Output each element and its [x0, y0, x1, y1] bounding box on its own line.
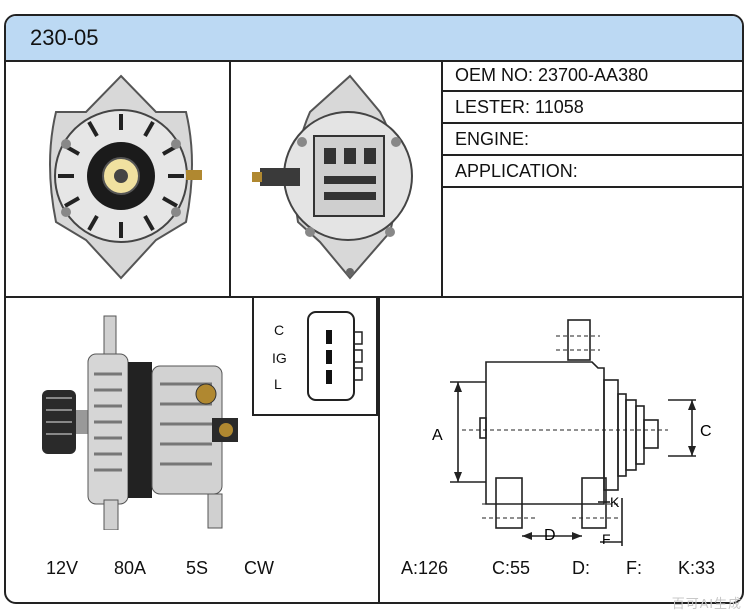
spec-oem: OEM NO: 23700-AA380 [443, 60, 742, 92]
rotation-value: CW [244, 558, 274, 578]
dimension-f-value: F: [626, 558, 642, 578]
title-bar: 230-05 [6, 16, 742, 62]
pulley-value: 5S [186, 558, 209, 578]
dimension-label-k: K [610, 494, 620, 510]
dimension-label-a: A [432, 427, 443, 444]
spec-lester-label: LESTER: 11058 [455, 97, 584, 117]
part-number: 230-05 [30, 25, 99, 50]
amperage-value: 80A [114, 558, 147, 578]
divider [6, 296, 742, 298]
dimension-d-value: D: [572, 558, 590, 578]
dimension-a-value: A:126 [401, 558, 449, 578]
watermark: 百可AI生成 [671, 596, 742, 611]
alternator-side-view-icon [42, 315, 238, 530]
dimension-drawing-icon: A C D F K [432, 319, 712, 547]
pin-label-c: C [274, 322, 285, 338]
divider [378, 298, 380, 602]
product-sheet: 230-05 OEM NO: 23700-AA380 LESTER: 11058… [4, 14, 744, 604]
connector-diagram: C IG L [252, 298, 378, 416]
divider [441, 60, 443, 298]
spec-oem-label: OEM NO: 23700-AA380 [455, 65, 649, 85]
dimension-label-d: D [544, 527, 556, 544]
alternator-front-view-icon [49, 74, 202, 280]
dimension-c-value: C:55 [492, 558, 531, 578]
pin-label-ig: IG [272, 350, 287, 366]
pin-label-l: L [274, 376, 282, 392]
spec-application: APPLICATION: [443, 156, 742, 188]
dimension-k-value: K:33 [678, 558, 716, 578]
dimension-label-f: F [602, 531, 611, 547]
spec-engine: ENGINE: [443, 124, 742, 156]
dimension-label-c: C [700, 423, 712, 440]
spec-engine-label: ENGINE: [455, 129, 530, 149]
spec-application-label: APPLICATION: [455, 161, 578, 181]
divider [229, 60, 231, 298]
spec-lester: LESTER: 11058 [443, 92, 742, 124]
connector-plug-icon [307, 311, 363, 401]
voltage-value: 12V [46, 558, 79, 578]
alternator-rear-view-icon [252, 74, 413, 280]
